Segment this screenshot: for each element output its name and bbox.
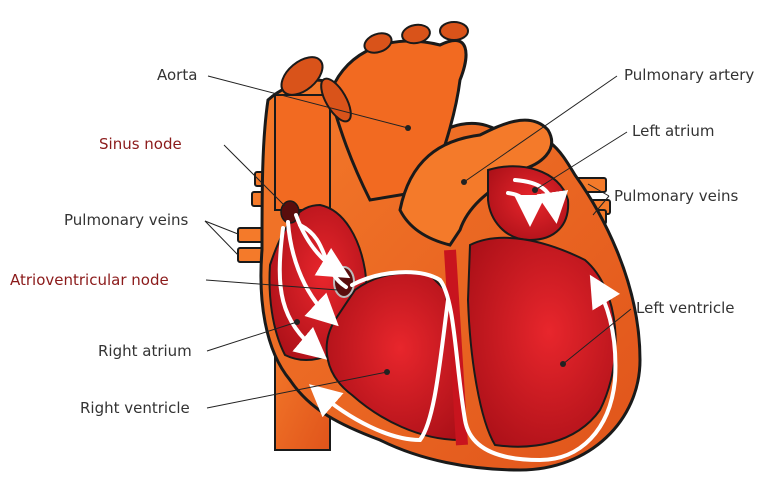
label-right-ventricle: Right ventricle (80, 399, 190, 417)
label-pulmonary-veins-left: Pulmonary veins (64, 211, 189, 229)
label-aorta: Aorta (157, 66, 197, 84)
left-ventricle-shape (468, 238, 616, 447)
label-left-atrium: Left atrium (632, 122, 715, 140)
label-atrioventricular-node: Atrioventricular node (10, 271, 169, 289)
label-left-ventricle: Left ventricle (636, 299, 734, 317)
label-right-atrium: Right atrium (98, 342, 192, 360)
label-pulmonary-artery: Pulmonary artery (624, 66, 754, 84)
superior-vena-cava-shape (275, 95, 330, 210)
label-pulmonary-veins-right: Pulmonary veins (614, 187, 739, 205)
label-sinus-node: Sinus node (99, 135, 182, 153)
